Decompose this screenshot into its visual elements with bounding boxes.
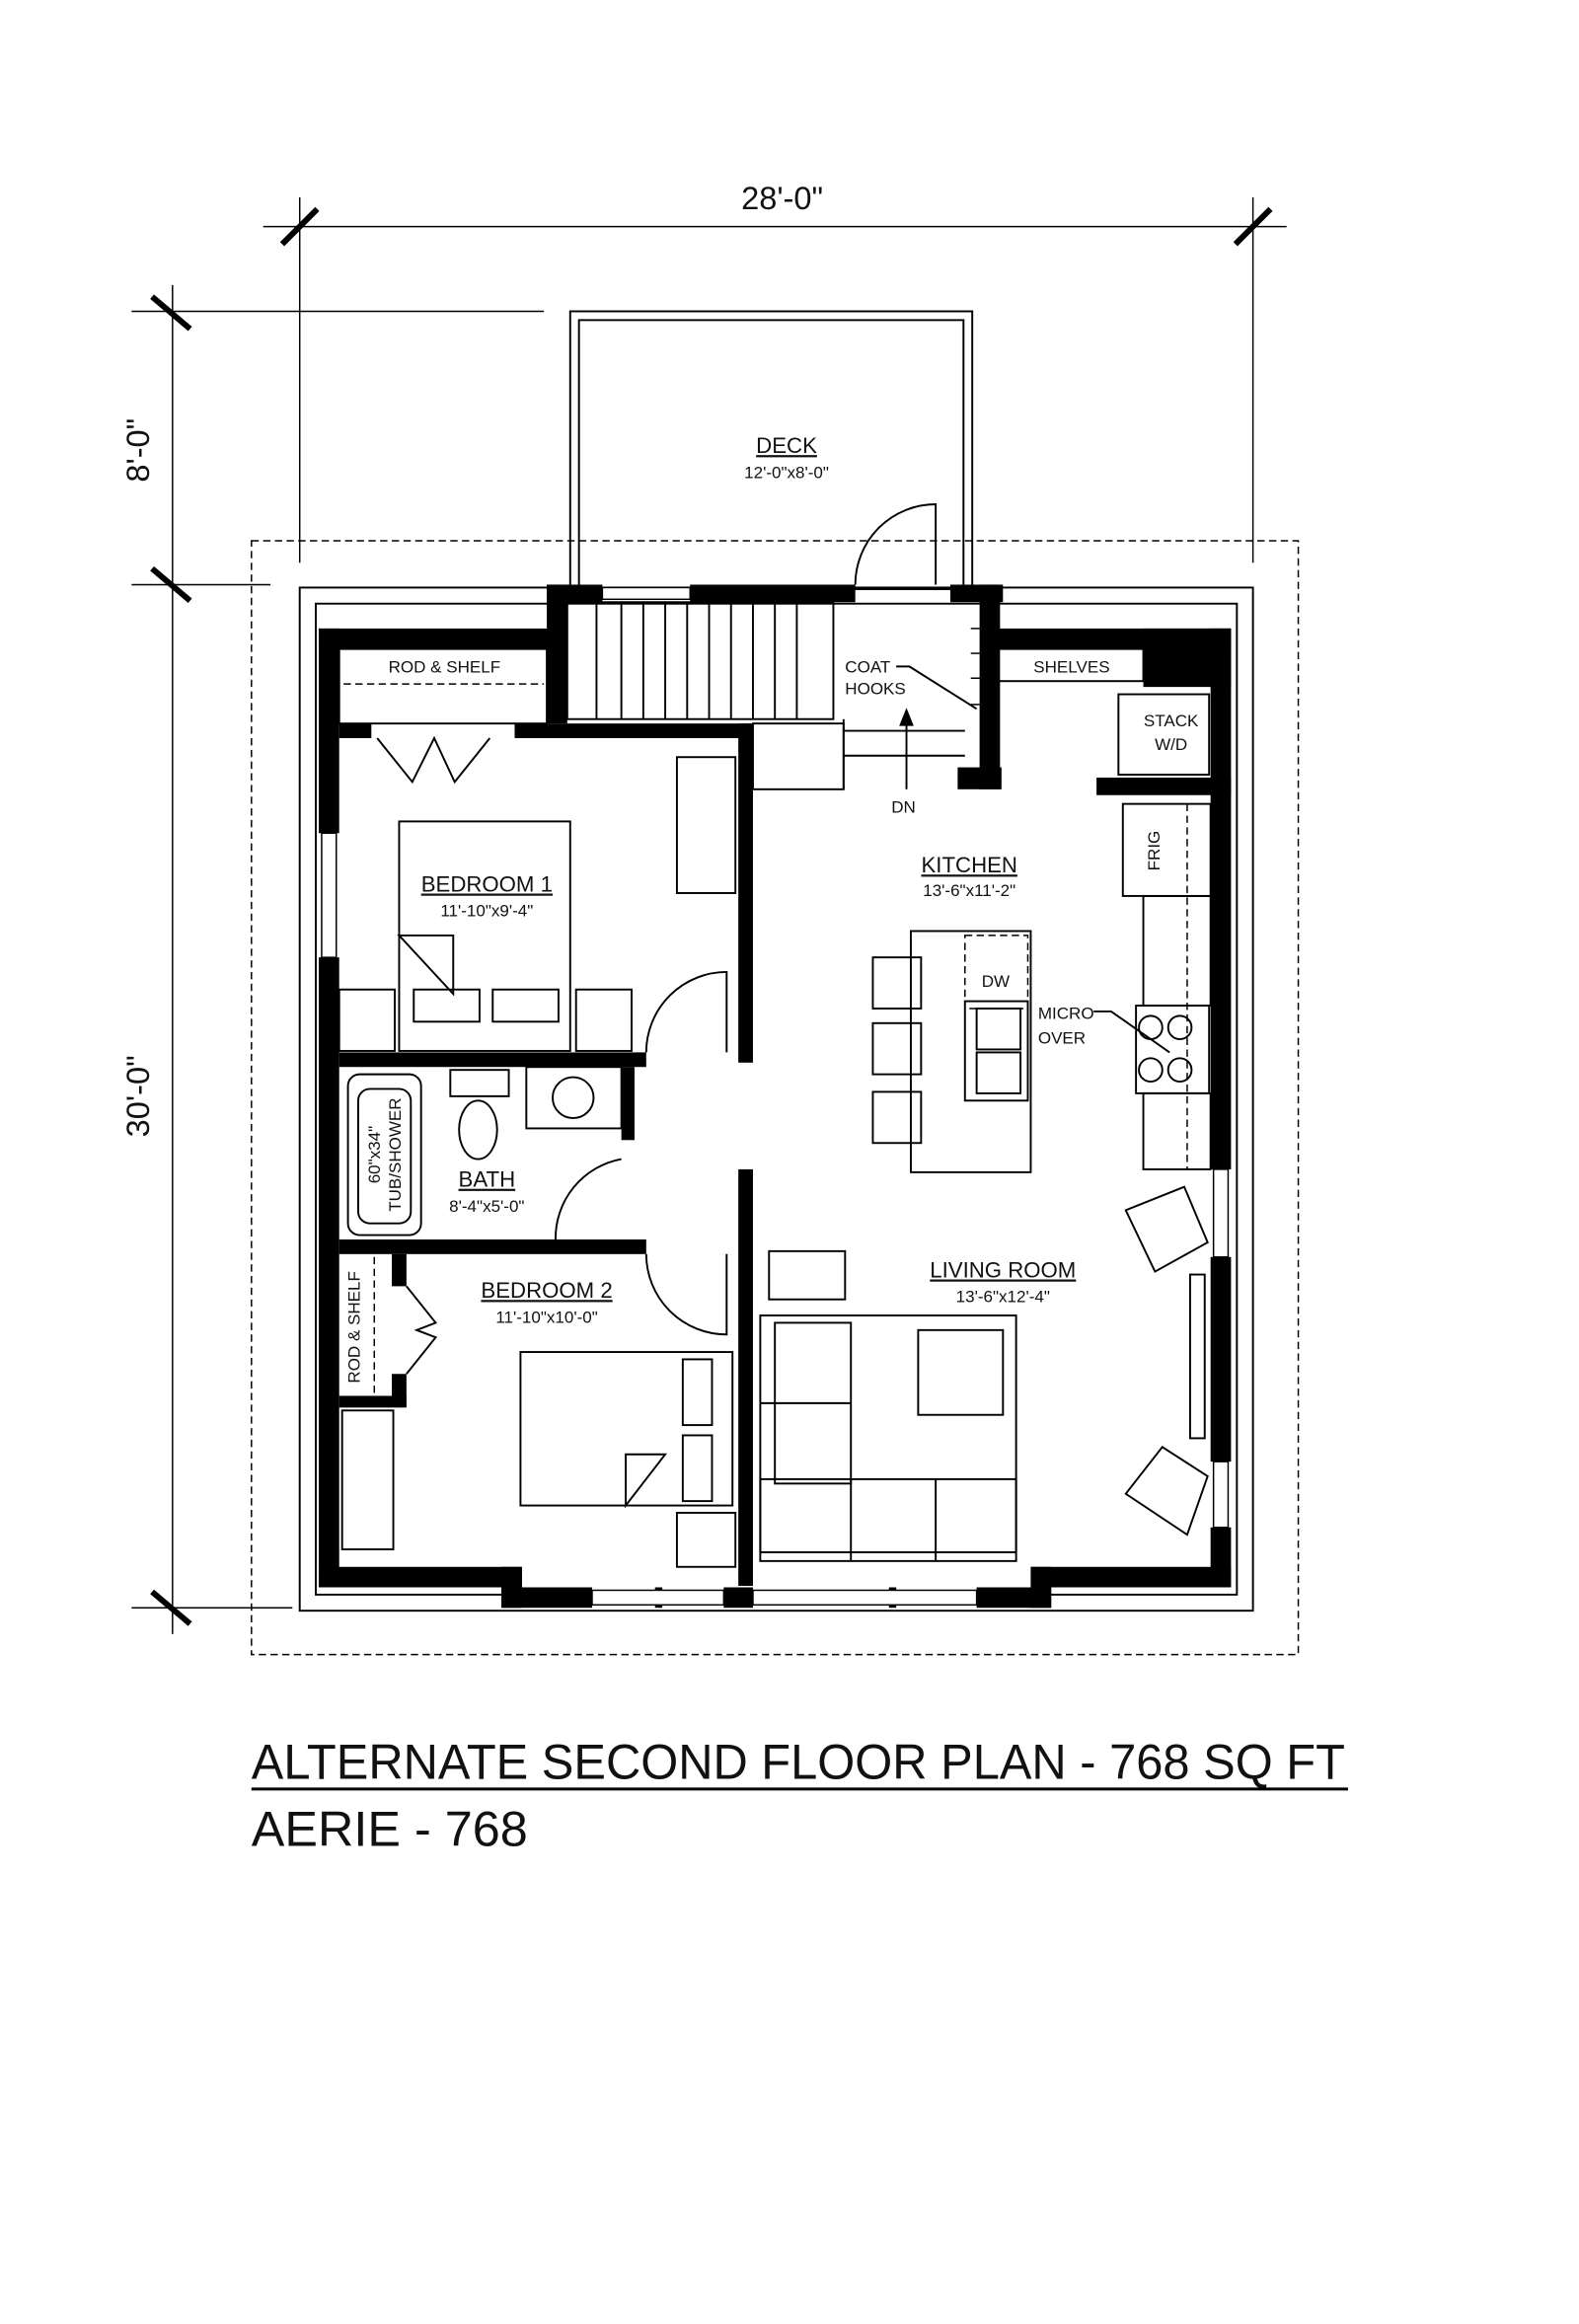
wd-label: W/D — [1155, 735, 1187, 754]
kitchen-label: KITCHEN — [921, 853, 1016, 877]
plan-subtitle: AERIE - 768 — [252, 1801, 528, 1857]
hooks-label: HOOKS — [845, 680, 905, 699]
dimension-lines — [131, 196, 1287, 1634]
living-room-size: 13'-6"x12'-4" — [956, 1288, 1050, 1307]
stack-label: STACK — [1144, 712, 1199, 730]
tub-type-label: TUB/SHOWER — [386, 1097, 405, 1211]
bedroom2-label: BEDROOM 2 — [481, 1278, 612, 1303]
tub-size-label: 60"x34" — [365, 1126, 384, 1183]
living-room-label: LIVING ROOM — [930, 1258, 1076, 1283]
depth-dimension: 30'-0" — [120, 1055, 156, 1137]
roof-outline — [251, 540, 1300, 1656]
dn-label: DN — [891, 798, 916, 817]
bedroom1-size: 11'-10"x9'-4" — [440, 902, 533, 921]
micro-label: MICRO — [1038, 1004, 1094, 1022]
bedroom2-furniture — [340, 1253, 737, 1568]
deck-label: DECK — [756, 433, 817, 458]
coat-label: COAT — [845, 657, 890, 676]
bedroom1-label: BEDROOM 1 — [421, 871, 553, 896]
windows — [321, 586, 1230, 1607]
rod-shelf-label: ROD & SHELF — [389, 657, 500, 676]
eave-inner — [315, 602, 1239, 1596]
walls — [318, 584, 1232, 1609]
deck-depth-dimension: 8'-0" — [120, 418, 156, 483]
shelves-label: SHELVES — [1033, 657, 1109, 676]
over-label: OVER — [1038, 1029, 1086, 1048]
plan-title: ALTERNATE SECOND FLOOR PLAN - 768 SQ FT — [252, 1734, 1345, 1790]
coat-hooks-leader — [896, 665, 978, 711]
dw-label: DW — [982, 972, 1010, 991]
kitchen-furniture — [871, 647, 1212, 1173]
bath-fixtures — [346, 1066, 623, 1240]
frig-label: FRIG — [1145, 831, 1164, 871]
bath-size: 8'-4"x5'-0" — [449, 1197, 524, 1216]
bedroom1-furniture — [338, 647, 737, 1053]
width-dimension: 28'-0" — [741, 181, 823, 216]
rod-shelf-label-2: ROD & SHELF — [344, 1271, 363, 1383]
living-furniture — [759, 1185, 1209, 1562]
stairs — [565, 601, 965, 790]
bath-label: BATH — [459, 1167, 516, 1192]
deck-size: 12'-0"x8'-0" — [744, 463, 829, 482]
kitchen-size: 13'-6"x11'-2" — [923, 881, 1015, 900]
eave-outline — [298, 586, 1254, 1612]
bedroom2-size: 11'-10"x10'-0" — [495, 1308, 597, 1326]
